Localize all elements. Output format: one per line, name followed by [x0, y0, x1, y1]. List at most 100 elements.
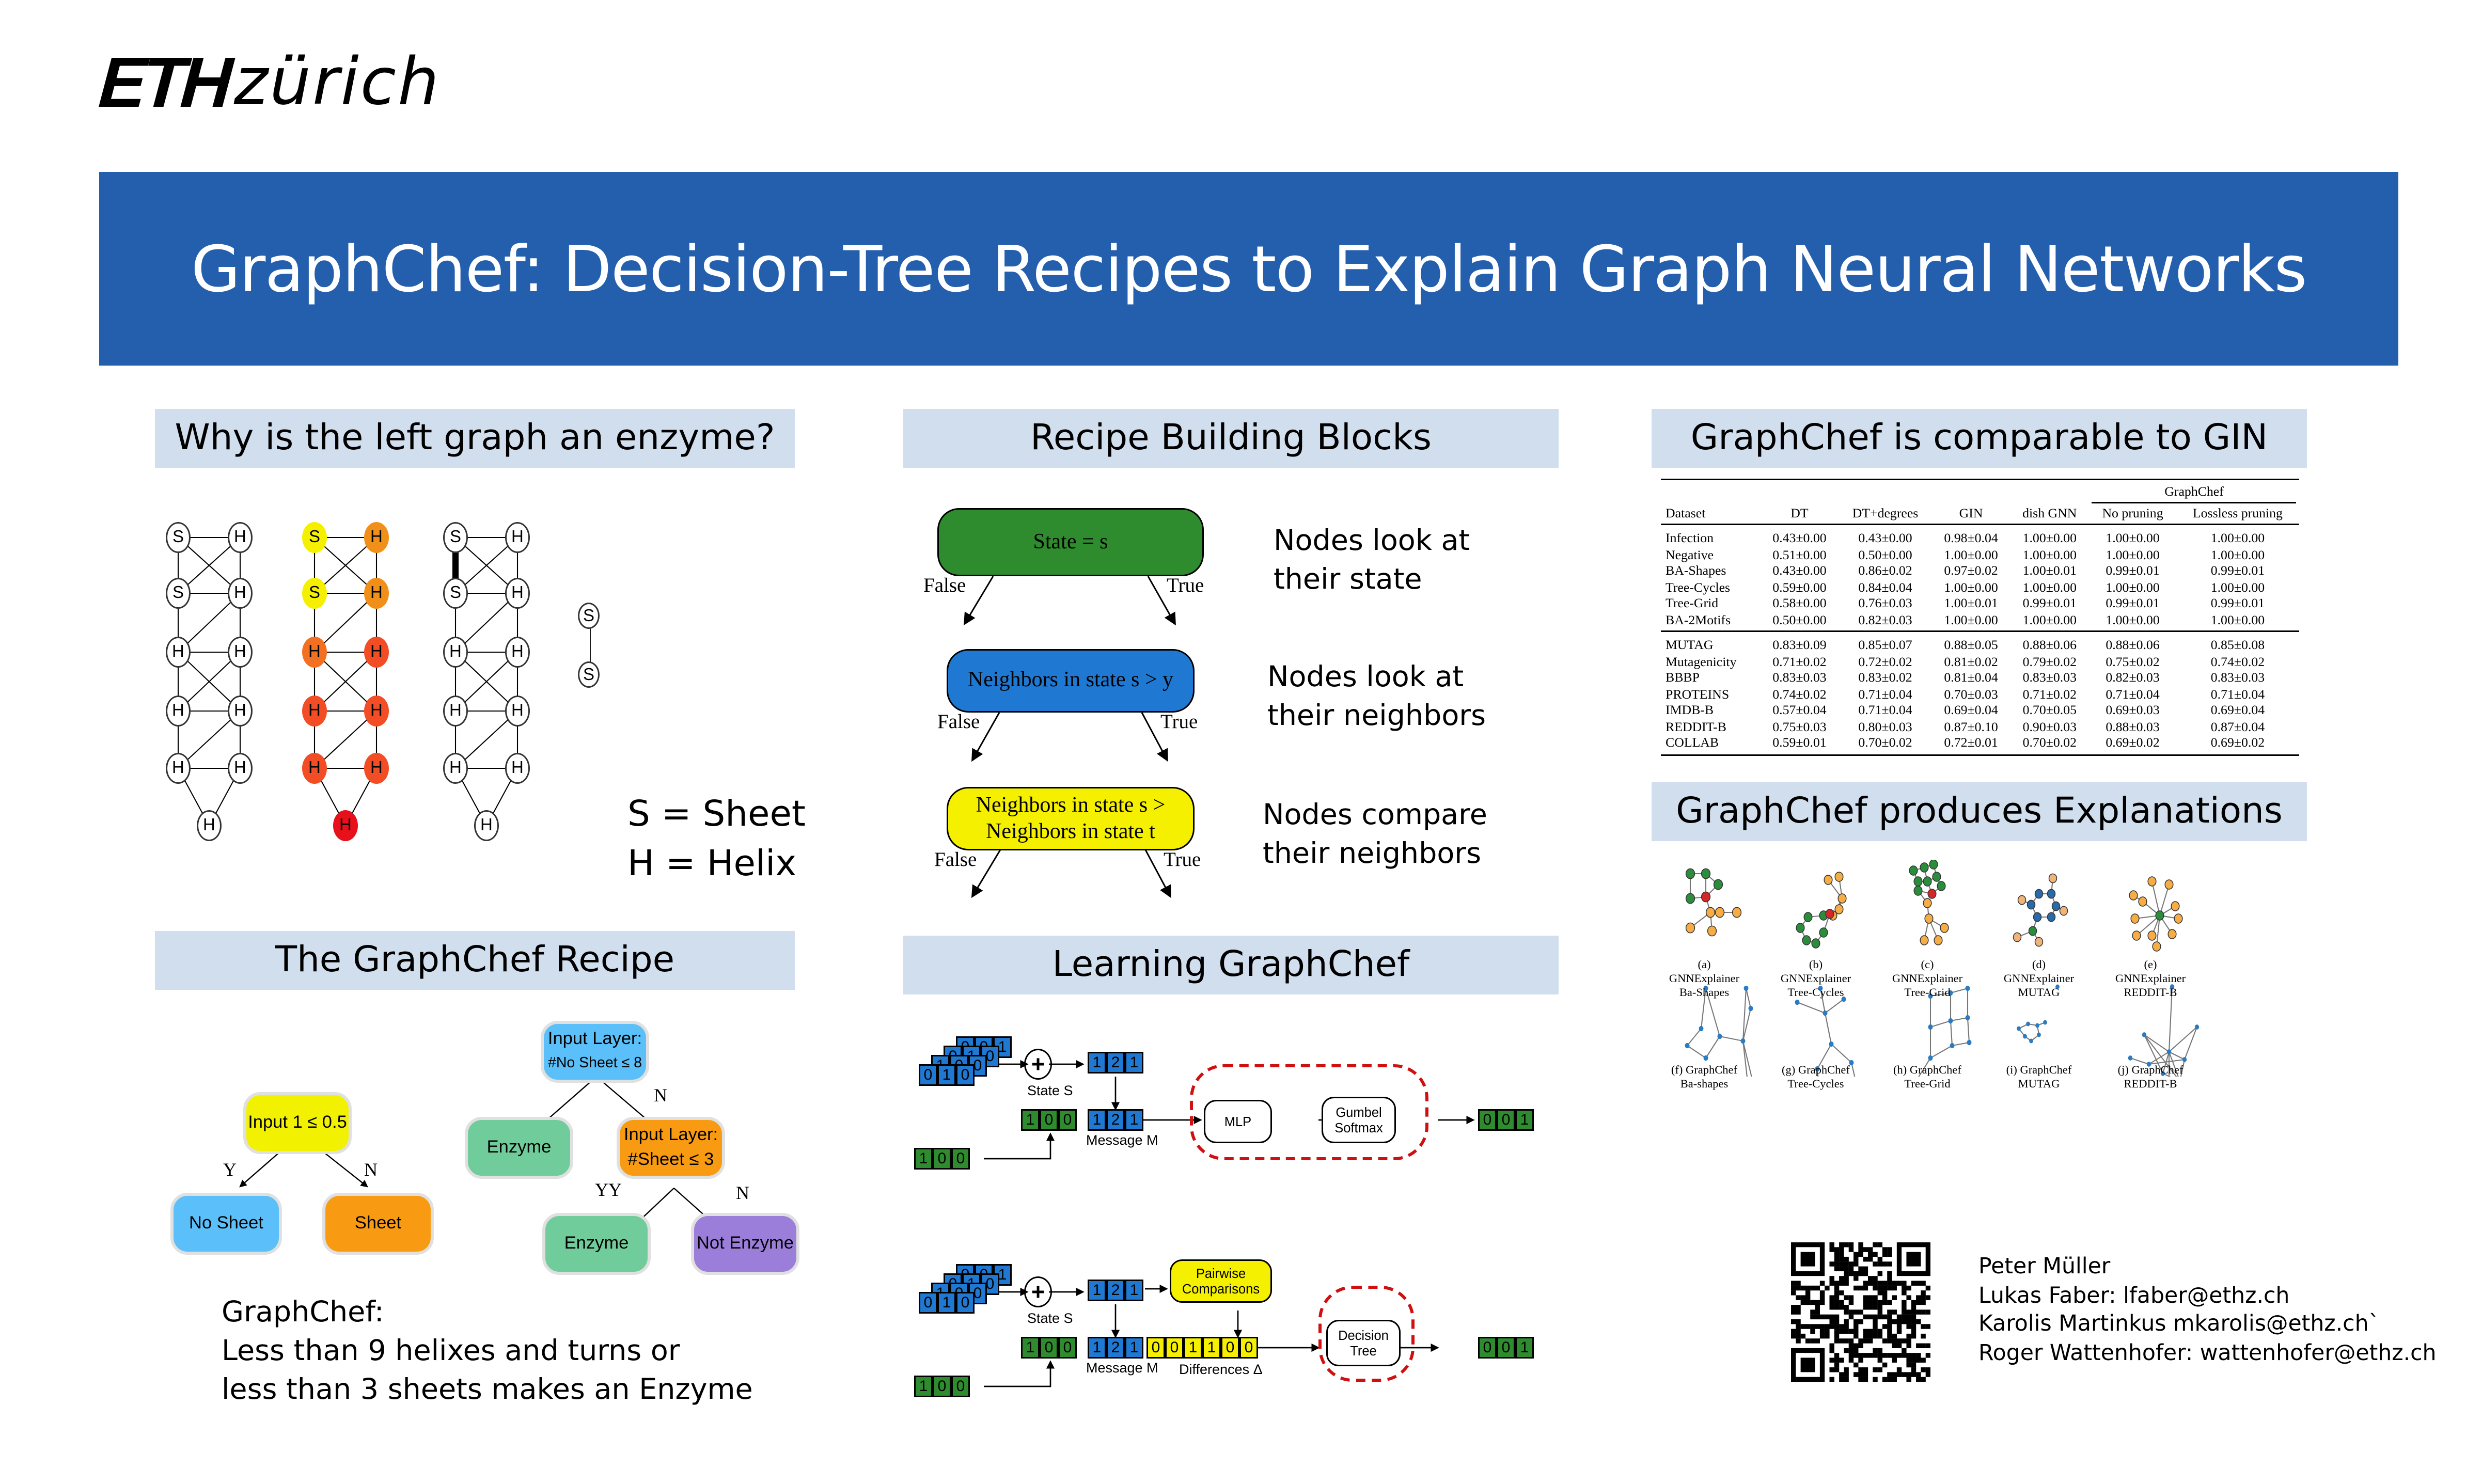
- graph-edge: [2159, 884, 2170, 916]
- accuracy-cell: 0.86±0.02: [1858, 562, 1912, 578]
- graph-node: [1701, 891, 1711, 903]
- graph-node: [1732, 907, 1742, 918]
- graph-edge: [178, 711, 241, 769]
- vector-cell: 1: [1125, 1337, 1143, 1359]
- graph-node: [1923, 898, 1932, 908]
- accuracy-cell: 0.74±0.02: [2210, 653, 2265, 669]
- graph-node: [2138, 896, 2147, 907]
- author-roger[interactable]: Roger Wattenhofer: wattenhofer@ethz.ch: [1978, 1341, 2437, 1366]
- learned-module-outline: [1190, 1064, 1428, 1160]
- graph-edge: [314, 711, 377, 769]
- vector-cell: 1: [914, 1148, 933, 1170]
- explanation-line: GraphChef:: [222, 1297, 384, 1329]
- accuracy-cell: 1.00±0.00: [2210, 546, 2265, 562]
- explanation-graphs: [1685, 860, 2200, 1077]
- caption-line: GNNExplainer: [1892, 971, 1963, 985]
- graph-node: [2034, 889, 2044, 899]
- vector-cell: 2: [1106, 1280, 1125, 1301]
- graph-node: [2170, 984, 2175, 989]
- vector-cell: 0: [956, 1292, 975, 1314]
- author-lukas[interactable]: Lukas Faber: lfaber@ethz.ch: [1978, 1283, 2290, 1308]
- accuracy-cell: 0.70±0.03: [1944, 685, 1998, 701]
- graph-node: [1965, 1015, 1970, 1021]
- caption-line: GNNExplainer: [2003, 971, 2075, 985]
- graph-node: H: [364, 753, 389, 784]
- message-label: Message M: [1086, 1360, 1158, 1376]
- accuracy-cell: 1.00±0.00: [2106, 546, 2160, 562]
- vector-cell: 1: [1021, 1109, 1040, 1131]
- graph-edge: [2169, 1027, 2197, 1052]
- accuracy-cell: 0.71±0.04: [1858, 702, 1912, 717]
- graph-node: [1837, 893, 1847, 904]
- graph-node: [2026, 1021, 2030, 1027]
- eth-logo: ETH zürich: [97, 42, 441, 122]
- graph-node: H: [364, 696, 389, 727]
- graph-node: [2017, 1026, 2021, 1031]
- caption-line: (j) GraphChef: [2117, 1063, 2183, 1077]
- graph-node: S: [166, 522, 191, 553]
- graph-node: [2037, 1032, 2041, 1037]
- dataset-name: MUTAG: [1661, 630, 1761, 653]
- graph-node: [2194, 1024, 2200, 1030]
- graph-node: [1829, 1041, 1834, 1047]
- explanation-line: less than 3 sheets makes an Enzyme: [222, 1374, 753, 1407]
- accuracy-cell: 0.69±0.02: [2089, 734, 2176, 755]
- graph-node: [1823, 1010, 1828, 1016]
- graph-node: [1685, 893, 1695, 904]
- caption-line: GNNExplainer: [1780, 971, 1851, 985]
- graph-node: [1701, 868, 1711, 879]
- graph-node: H: [228, 578, 253, 609]
- graph-edge: [2180, 1059, 2186, 1077]
- graph-edge: [1817, 1044, 1832, 1069]
- graph-edge: [1700, 988, 1707, 1029]
- graph-edge: [2136, 915, 2160, 936]
- desc-line: their neighbors: [1267, 700, 1486, 733]
- graph-node: [1703, 1055, 1708, 1061]
- box-line: Neighbors in state s >: [976, 794, 1166, 817]
- graph-node: [1909, 865, 1918, 876]
- vector-cell: 0: [1221, 1337, 1239, 1359]
- graph-edge: [1930, 1020, 1951, 1028]
- vector-cell: 0: [933, 1148, 951, 1170]
- graph-node: [1923, 876, 1932, 887]
- graph-node: [2147, 876, 2157, 887]
- graph-edge: [2144, 1034, 2177, 1077]
- graph-edge: [178, 593, 241, 653]
- accuracy-cell: 0.90±0.03: [2022, 718, 2077, 734]
- dataset-name: REDDIT-B: [1666, 718, 1726, 734]
- accuracy-cell: 0.98±0.04: [1931, 524, 2010, 546]
- graph-node: [1934, 935, 1943, 945]
- graph-node: S: [166, 578, 191, 609]
- vector-cell: 2: [1106, 1337, 1125, 1359]
- graph-node: [2047, 889, 2056, 899]
- caption-line: (a): [1698, 957, 1711, 971]
- node-line1: Input Layer:: [623, 1126, 718, 1145]
- accuracy-cell: 0.83±0.03: [2022, 669, 2077, 685]
- accuracy-cell: 0.69±0.04: [2210, 702, 2265, 717]
- graph-node: S: [302, 578, 327, 609]
- graph-edge: [1967, 1017, 1970, 1043]
- accuracy-cell: 0.88±0.05: [1931, 630, 2010, 653]
- author-karolis[interactable]: Karolis Martinkus mkarolis@ethz.ch`: [1978, 1312, 2380, 1337]
- caption-line: (f) GraphChef: [1671, 1063, 1738, 1077]
- graph-node: S: [578, 661, 600, 688]
- accuracy-cell: 0.88±0.06: [2010, 630, 2090, 653]
- vector-cell: 0: [951, 1376, 970, 1397]
- graph-edge: [1797, 1002, 1826, 1014]
- block-arrows: [963, 576, 1176, 898]
- graph-node: [1715, 907, 1725, 918]
- desc-line: Nodes compare: [1263, 799, 1487, 832]
- graph-node: [1928, 1024, 1933, 1030]
- graph-node: [1705, 907, 1716, 918]
- graph-edge: [1742, 1008, 1752, 1041]
- qr-code[interactable]: [1791, 1242, 1930, 1382]
- vector-cell: 0: [956, 1064, 975, 1086]
- accuracy-cell: 0.43±0.00: [1760, 524, 1839, 546]
- graph-node: [2013, 932, 2022, 942]
